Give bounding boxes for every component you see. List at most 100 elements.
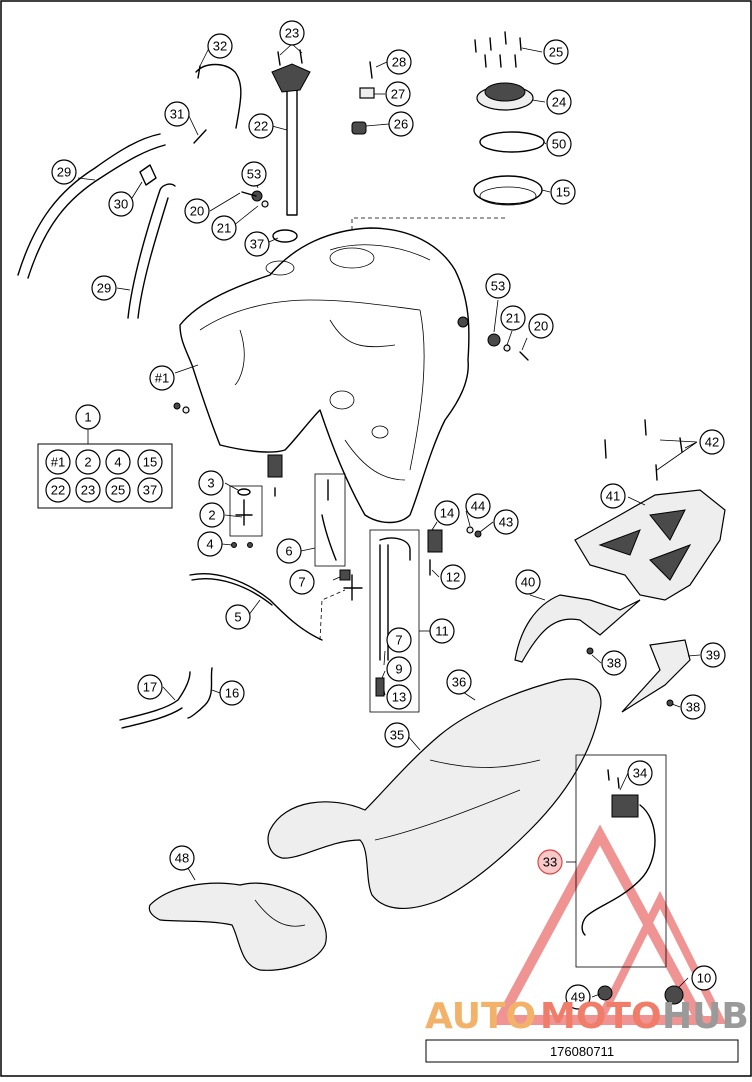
callout-c13-label: 13 (392, 690, 406, 705)
callout-c44-label: 44 (471, 499, 485, 514)
callout-c2-circle (199, 502, 225, 528)
callout-c39: 39 (700, 642, 726, 668)
callout-c21a-label: 21 (217, 221, 231, 236)
callout-c32-label: 32 (213, 39, 227, 54)
callout-c12-circle (440, 564, 466, 590)
callout-c4-circle (197, 531, 223, 557)
callout-c7b-label: 7 (395, 633, 402, 648)
filler-cap-24 (476, 82, 534, 111)
callout-c36-circle (446, 669, 472, 695)
diagram-id-box (425, 1039, 739, 1063)
callout-c20a-label: 20 (190, 204, 204, 219)
kit-item-2-circle (105, 449, 131, 475)
callout-c6: 6 (276, 538, 302, 564)
callout-c53a-circle (241, 161, 267, 187)
callout-c21a-circle (211, 215, 237, 241)
callout-c13-circle (386, 684, 412, 710)
callout-c6-label: 6 (285, 544, 292, 559)
callout-c34-label: 34 (633, 766, 647, 781)
callout-c25-circle (543, 39, 569, 65)
callout-c38b: 38 (680, 694, 706, 720)
callout-c32-circle (207, 33, 233, 59)
callout-c29b: 29 (91, 275, 117, 301)
callout-c5: 5 (225, 604, 251, 630)
callout-c3-circle (198, 470, 224, 496)
hose-29-lower (127, 183, 176, 319)
callout-c49-circle (565, 984, 591, 1010)
callout-c28-circle (386, 49, 412, 75)
callout-c5-circle (225, 604, 251, 630)
watermark-triangles (491, 824, 727, 1025)
bracket-39 (621, 639, 691, 713)
callout-c31-label: 31 (170, 107, 184, 122)
callout-c38a: 38 (601, 650, 627, 676)
callout-c26-circle (388, 111, 414, 137)
callout-c20b-circle (528, 313, 554, 339)
callout-c15-circle (550, 179, 576, 205)
grab-handle-40 (514, 594, 641, 663)
callout-c15-label: 15 (556, 185, 570, 200)
callout-kit-label-circle (75, 404, 101, 430)
watermark-moto-text: MOTO (540, 996, 662, 1037)
callout-c53a: 53 (241, 161, 267, 187)
callout-c5-label: 5 (234, 610, 241, 625)
luggage-rack-41 (574, 489, 726, 601)
fuel-line-5 (189, 573, 323, 641)
callout-c1tank-label: #1 (155, 371, 169, 386)
kit-item-4-circle (45, 477, 71, 503)
callout-c20a: 20 (184, 198, 210, 224)
callout-c25: 25 (543, 39, 569, 65)
callout-c49-label: 49 (571, 990, 585, 1005)
callout-c43: 43 (493, 509, 519, 535)
callout-c2: 2 (199, 502, 225, 528)
callout-c11-circle (429, 618, 455, 644)
kit-item-4: 22 (45, 477, 71, 503)
callout-c35-circle (384, 722, 410, 748)
o-ring-3 (237, 488, 251, 496)
filler-neck-22 (286, 89, 298, 216)
damper-26 (351, 121, 367, 135)
kit-item-4-label: 22 (51, 483, 65, 498)
callout-kit-label-label: 1 (84, 410, 91, 425)
kit-item-5-label: 23 (81, 483, 95, 498)
callout-c23-label: 23 (285, 26, 299, 41)
callout-c38a-circle (601, 650, 627, 676)
callout-c10-circle (691, 965, 717, 991)
kit-item-1-label: 2 (84, 455, 91, 470)
callout-c50: 50 (546, 131, 572, 157)
callout-c9-label: 9 (395, 662, 402, 677)
callout-c4-label: 4 (206, 537, 213, 552)
callout-c31-circle (164, 101, 190, 127)
hose-6 (321, 479, 337, 561)
callout-c14: 14 (434, 500, 460, 526)
callout-c16: 16 (219, 680, 245, 706)
callout-c29b-label: 29 (97, 281, 111, 296)
callout-c20b: 20 (528, 313, 554, 339)
callout-c17-label: 17 (143, 680, 157, 695)
callout-c24-label: 24 (552, 95, 566, 110)
callout-c33-label: 33 (543, 855, 557, 870)
hose-17 (119, 671, 191, 721)
callout-c37-label: 37 (250, 237, 264, 252)
callout-c2-label: 2 (208, 508, 215, 523)
leader-lines (77, 43, 701, 998)
callout-c10-label: 10 (697, 971, 711, 986)
callout-c27: 27 (385, 81, 411, 107)
fuel-tank (179, 227, 470, 524)
bolts-42 (604, 419, 683, 481)
callout-c28-label: 28 (392, 55, 406, 70)
kit-item-6-circle (105, 477, 131, 503)
kit-item-6-label: 25 (111, 483, 125, 498)
callout-c42-circle (699, 429, 725, 455)
damper-14 (427, 529, 443, 553)
callout-c24: 24 (546, 89, 572, 115)
callout-c39-circle (700, 642, 726, 668)
callout-c21a: 21 (211, 215, 237, 241)
callout-c36: 36 (446, 669, 472, 695)
damper-block (267, 454, 283, 478)
callout-c21b: 21 (500, 305, 526, 331)
callout-c25-label: 25 (549, 45, 563, 60)
breather-hose-32 (195, 63, 242, 129)
callout-c16-label: 16 (225, 686, 239, 701)
